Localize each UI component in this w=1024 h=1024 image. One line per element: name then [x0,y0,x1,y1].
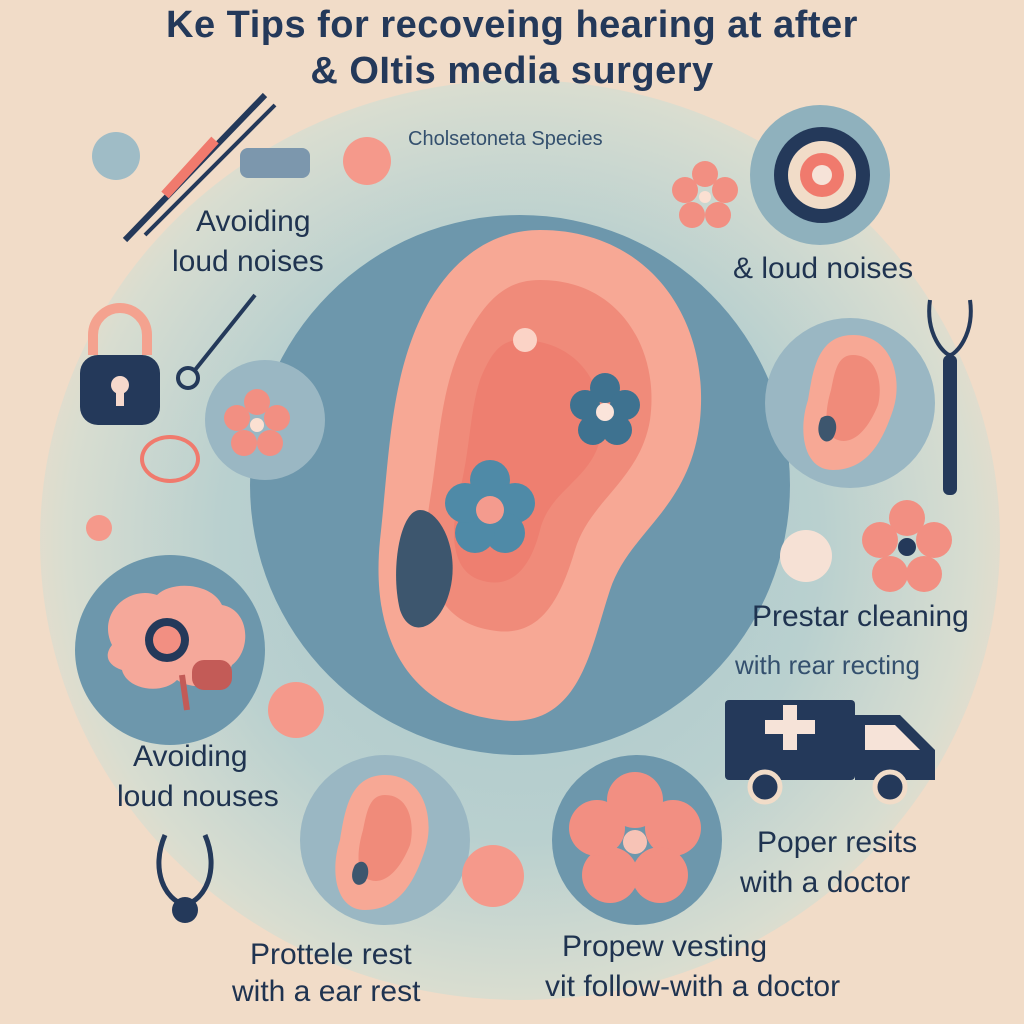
ring [140,435,200,483]
caption-mid-right-1: Prestar cleaning [752,600,969,633]
caption-mid-left-2: loud nouses [117,780,279,813]
flower-icon [570,373,640,445]
flower-icon [862,500,952,592]
flower-icon [224,389,290,456]
caption-bottom-left-2: with a ear rest [232,975,421,1008]
caption-top-left-2: loud noises [172,245,324,278]
ear-small-icon [335,775,429,910]
small-dot [268,682,324,738]
tweezers-icon [122,92,277,243]
caption-top-left-1: Avoiding [196,205,311,238]
small-dot [780,530,832,582]
lock-icon [80,303,160,425]
caption-bottom-center-1: Propew vesting [562,930,768,963]
caption-top-right: & loud noises [733,252,914,285]
caption-bottom-left-1: Prottele rest [250,938,412,971]
title-line-1: Ke Tips for recoveing hearing at after [166,4,858,46]
cotton-swab-icon [927,299,973,495]
small-dot [92,132,140,180]
caption-mid-left-1: Avoiding [133,740,248,773]
stethoscope-icon [156,834,214,923]
flower-icon [672,161,738,228]
ear-probe-icon [176,293,257,390]
title-line-2: & OItis media surgery [310,50,714,92]
target-icon [774,127,870,223]
caption-mid-right-2: with rear recting [735,650,920,680]
flower-icon [569,772,701,903]
brain-icon [107,585,246,711]
ear-icon [378,230,702,721]
ear-small-icon [803,335,897,470]
small-dot [86,515,112,541]
small-device [240,148,310,178]
ambulance-icon [725,700,935,805]
caption-bottom-right-1: Poper resits [757,826,918,859]
subtitle: Cholsetoneta Species [408,128,603,150]
flower-icon [445,460,535,553]
caption-bottom-right-2: with a doctor [740,866,911,899]
caption-bottom-center-2: vit follow-with a doctor [545,970,841,1003]
small-dot [343,137,391,185]
small-dot [462,845,524,907]
